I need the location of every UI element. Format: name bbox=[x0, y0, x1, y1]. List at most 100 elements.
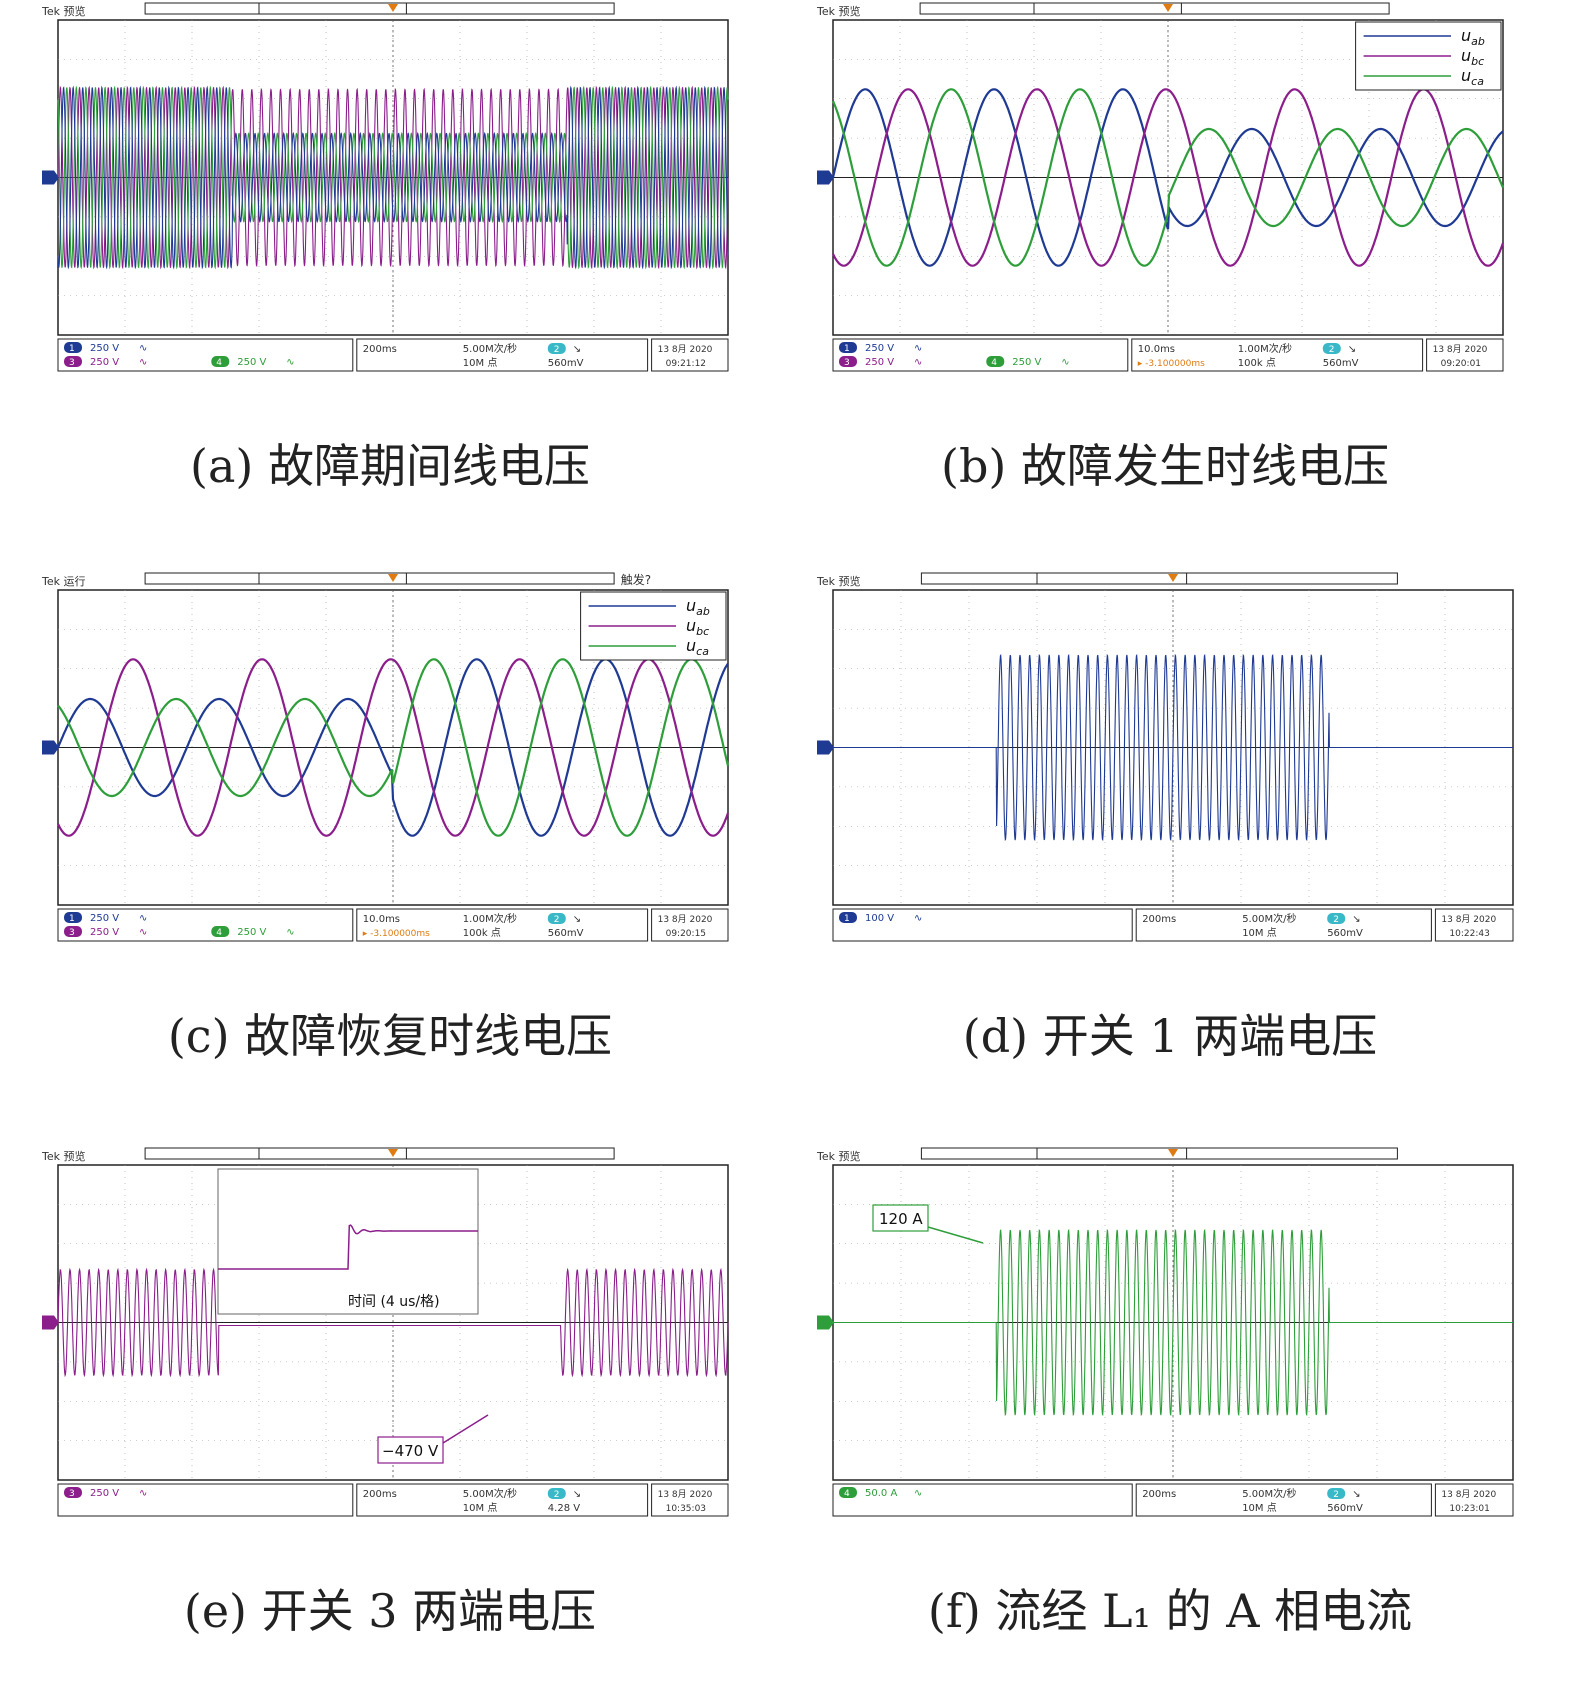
sample-rate: 1.00M次/秒 bbox=[463, 912, 517, 925]
channel-badge-1 bbox=[64, 912, 82, 923]
channel-scale: 250 V bbox=[865, 357, 894, 368]
trigger-source-badge bbox=[547, 913, 566, 924]
waveform-trace bbox=[833, 1228, 1513, 1417]
waveform-trace bbox=[833, 653, 1513, 842]
channel-scale: 250 V bbox=[90, 913, 119, 924]
trigger-delay: ▸ -3.100000ms bbox=[1138, 359, 1205, 369]
record-bar bbox=[144, 1147, 615, 1160]
channel-badge-1 bbox=[839, 342, 857, 353]
waveform-uca bbox=[57, 658, 730, 837]
coupling-icon: ∿ bbox=[139, 927, 147, 938]
channel-scale: 250 V bbox=[237, 357, 266, 368]
channel-readout bbox=[57, 908, 354, 942]
annotation-arrow bbox=[927, 1226, 984, 1244]
coupling-icon: ∿ bbox=[914, 1488, 922, 1499]
channel-badge-num: 4 bbox=[216, 358, 222, 368]
coupling-icon: ∿ bbox=[139, 357, 147, 368]
datetime-readout bbox=[1434, 908, 1514, 942]
date: 13 8月 2020 bbox=[1433, 344, 1488, 355]
timebase: 200ms bbox=[1142, 914, 1176, 925]
channel-ground-marker-icon bbox=[817, 1315, 834, 1330]
waveform-uca bbox=[57, 85, 729, 270]
waveform-ubc bbox=[57, 85, 729, 270]
datetime-readout bbox=[651, 1483, 729, 1517]
channel-badge-3 bbox=[64, 926, 82, 937]
channel-badge-num: 1 bbox=[844, 344, 850, 354]
timebase: 200ms bbox=[363, 1489, 397, 1500]
coupling-icon: ∿ bbox=[286, 357, 294, 368]
channel-scale: 250 V bbox=[90, 1488, 119, 1499]
record-length: 10M 点 bbox=[1242, 1502, 1277, 1514]
trigger-marker-icon bbox=[1168, 1149, 1178, 1157]
channel-scale: 250 V bbox=[1012, 357, 1041, 368]
channel-scale: 100 V bbox=[865, 913, 894, 924]
channel-readout bbox=[57, 338, 354, 372]
coupling-icon: ∿ bbox=[139, 1488, 147, 1499]
trigger-marker-icon bbox=[388, 574, 398, 582]
coupling-icon: ∿ bbox=[1061, 357, 1069, 368]
timebase: 200ms bbox=[363, 344, 397, 355]
channel-badge-num: 3 bbox=[844, 358, 850, 368]
legend-sub: ca bbox=[1471, 75, 1484, 88]
trigger-slope-icon: ↘ bbox=[1352, 914, 1360, 925]
channel-badge-num: 3 bbox=[69, 1489, 75, 1499]
time-of-day: 10:22:43 bbox=[1449, 929, 1489, 939]
record-bar bbox=[144, 2, 615, 15]
channel-scale: 250 V bbox=[865, 343, 894, 354]
record-window bbox=[1036, 1147, 1188, 1160]
legend-sub: ab bbox=[696, 605, 710, 618]
inset-label: 时间 (4 us/格) bbox=[348, 1294, 440, 1310]
time-of-day: 09:20:01 bbox=[1441, 359, 1481, 369]
sample-rate: 1.00M次/秒 bbox=[1238, 342, 1292, 355]
trigger-slope-icon: ↘ bbox=[1348, 344, 1356, 355]
trigger-level: 4.28 V bbox=[548, 1503, 580, 1514]
waveform-uab bbox=[56, 658, 729, 837]
inset-box bbox=[217, 1168, 479, 1315]
timebase-readout bbox=[1131, 338, 1424, 372]
annotation-box bbox=[872, 1204, 929, 1232]
legend-sub: bc bbox=[1471, 55, 1484, 68]
annotation-arrow bbox=[442, 1414, 489, 1444]
sample-rate: 5.00M次/秒 bbox=[1242, 1487, 1296, 1500]
timebase-readout bbox=[356, 338, 649, 372]
channel-badge-num: 1 bbox=[844, 914, 850, 924]
record-window bbox=[258, 2, 407, 15]
trigger-source-num: 2 bbox=[554, 915, 560, 925]
channel-badge-3 bbox=[839, 356, 857, 367]
trigger-source-badge bbox=[1327, 913, 1346, 924]
channel-scale: 250 V bbox=[90, 343, 119, 354]
waveform-group bbox=[831, 88, 1505, 267]
trigger-source-num: 2 bbox=[554, 345, 560, 355]
channel-badge-3 bbox=[64, 1487, 82, 1498]
trigger-level: 560mV bbox=[548, 358, 584, 369]
time-of-day: 09:20:15 bbox=[666, 929, 706, 939]
date: 13 8月 2020 bbox=[1441, 1489, 1496, 1500]
record-window bbox=[258, 572, 407, 585]
channel-badge-3 bbox=[64, 356, 82, 367]
record-bar bbox=[920, 572, 1398, 585]
record-window bbox=[1036, 572, 1188, 585]
sample-rate: 5.00M次/秒 bbox=[463, 342, 517, 355]
trigger-level: 560mV bbox=[1323, 358, 1359, 369]
trigger-level: 560mV bbox=[1327, 1503, 1363, 1514]
datetime-readout bbox=[651, 338, 729, 372]
channel-badge-num: 4 bbox=[216, 928, 222, 938]
trigger-status-label: 触发? bbox=[621, 572, 651, 587]
trigger-source-badge bbox=[1327, 1488, 1346, 1499]
caption-a: (a) 故障期间线电压 bbox=[190, 439, 590, 493]
scope-status-label: Tek 预览 bbox=[816, 4, 860, 18]
date: 13 8月 2020 bbox=[658, 914, 713, 925]
timebase: 10.0ms bbox=[363, 914, 400, 925]
time-of-day: 09:21:12 bbox=[666, 359, 706, 369]
